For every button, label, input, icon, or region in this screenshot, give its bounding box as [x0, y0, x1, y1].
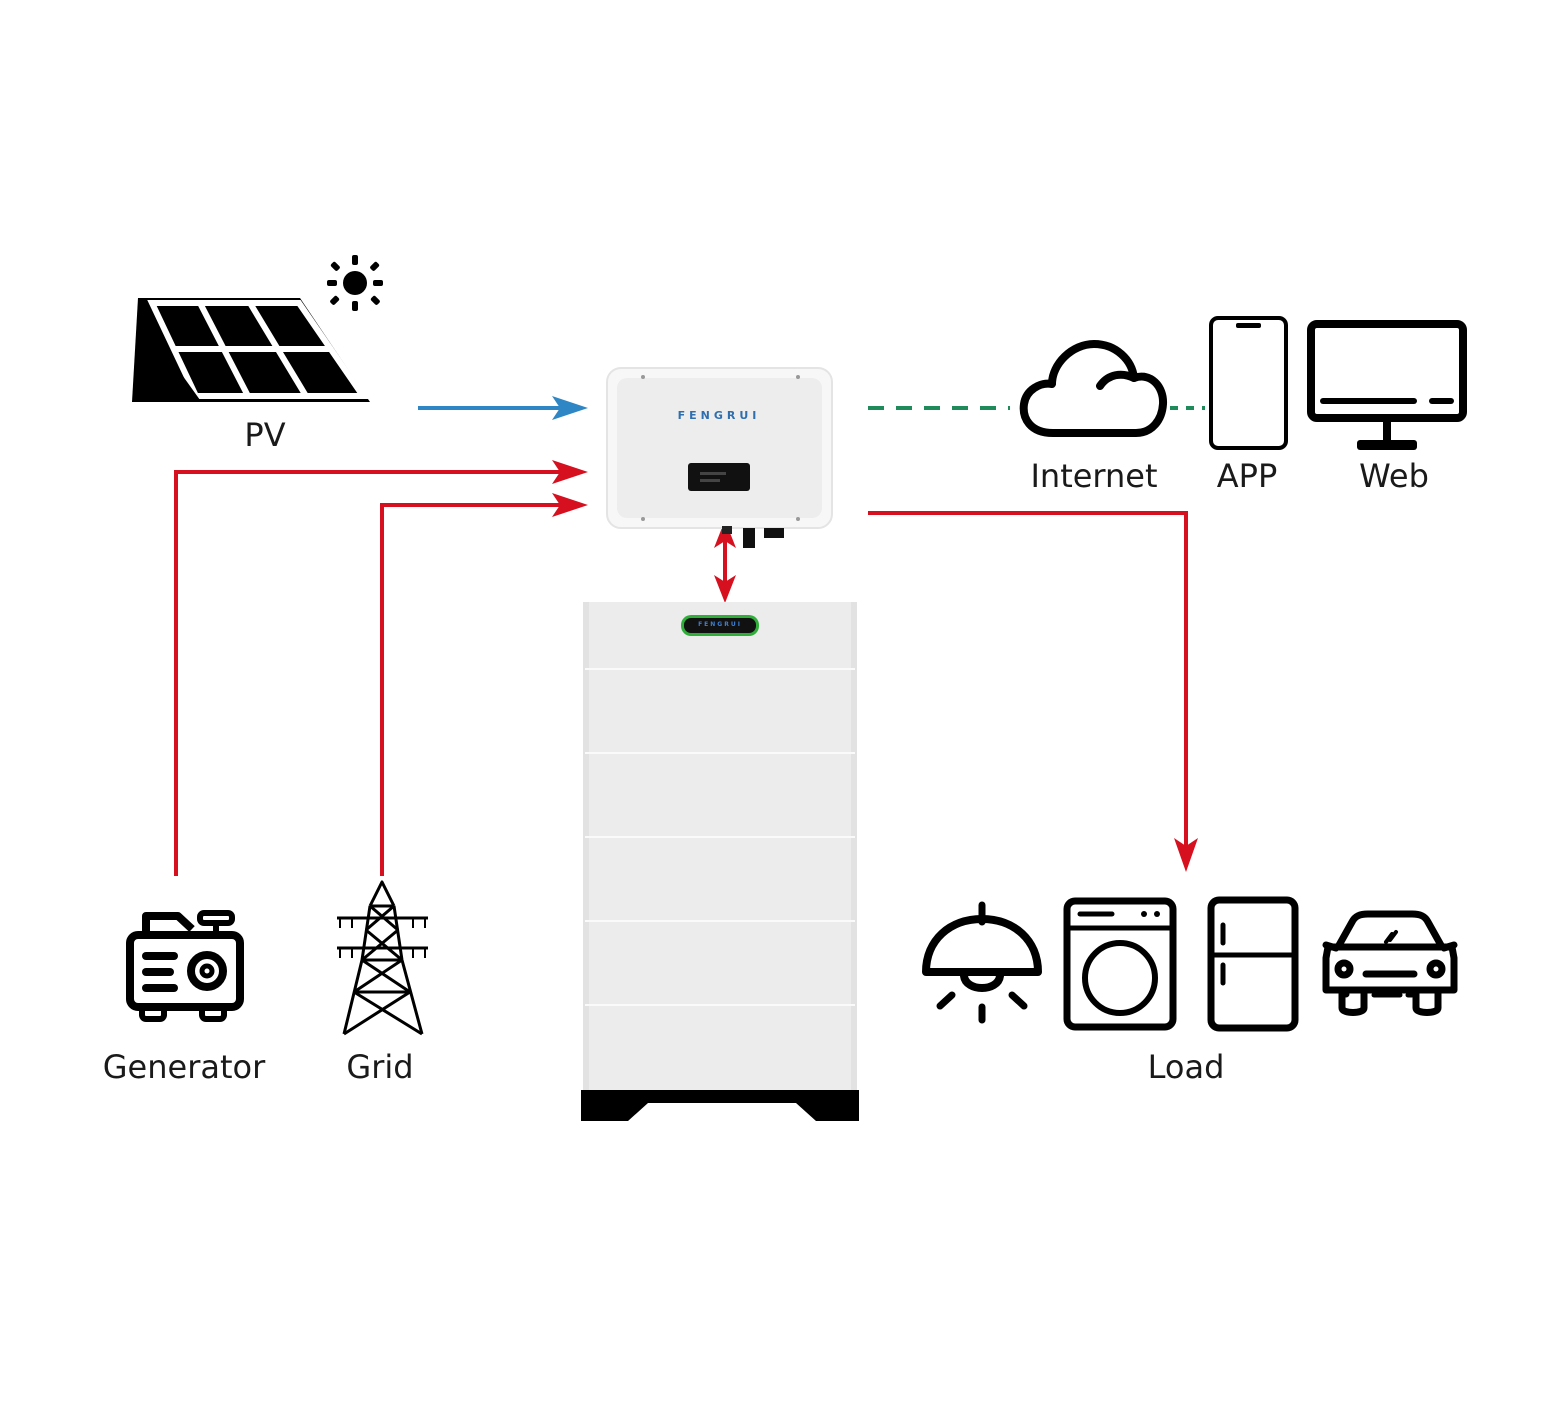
battery-status-panel: FENGRUI [681, 615, 759, 636]
label-internet: Internet [1030, 457, 1157, 495]
pv-flow-arrow [418, 396, 588, 420]
load-flow-arrow [868, 511, 1198, 872]
inverter-brand-logo: FENGRUI [678, 409, 761, 422]
generator-flow-arrow [174, 460, 588, 876]
label-web: Web [1359, 457, 1429, 495]
refrigerator-icon [1207, 896, 1299, 1032]
generator-icon [126, 910, 244, 1022]
battery-base [581, 1090, 859, 1121]
electric-car-icon [1322, 910, 1458, 1016]
battery-brand-logo: FENGRUI [698, 621, 742, 628]
inverter: FENGRUI [606, 367, 833, 548]
label-grid: Grid [346, 1048, 413, 1086]
inverter-display [688, 463, 750, 491]
washing-machine-icon [1063, 897, 1177, 1031]
label-app: APP [1217, 457, 1277, 495]
label-load: Load [1148, 1048, 1225, 1086]
grid-flow-arrow [380, 493, 588, 876]
monitor-icon [1307, 320, 1467, 450]
label-pv: PV [244, 416, 285, 454]
cloud-icon [1019, 340, 1167, 437]
smartphone-icon [1209, 316, 1288, 450]
solar-panel-icon [132, 298, 370, 402]
battery-stack: FENGRUI [581, 602, 859, 1121]
label-generator: Generator [103, 1048, 266, 1086]
sun-icon [327, 255, 383, 311]
transmission-tower-icon [337, 880, 428, 1036]
ceiling-lamp-icon [922, 901, 1042, 1024]
